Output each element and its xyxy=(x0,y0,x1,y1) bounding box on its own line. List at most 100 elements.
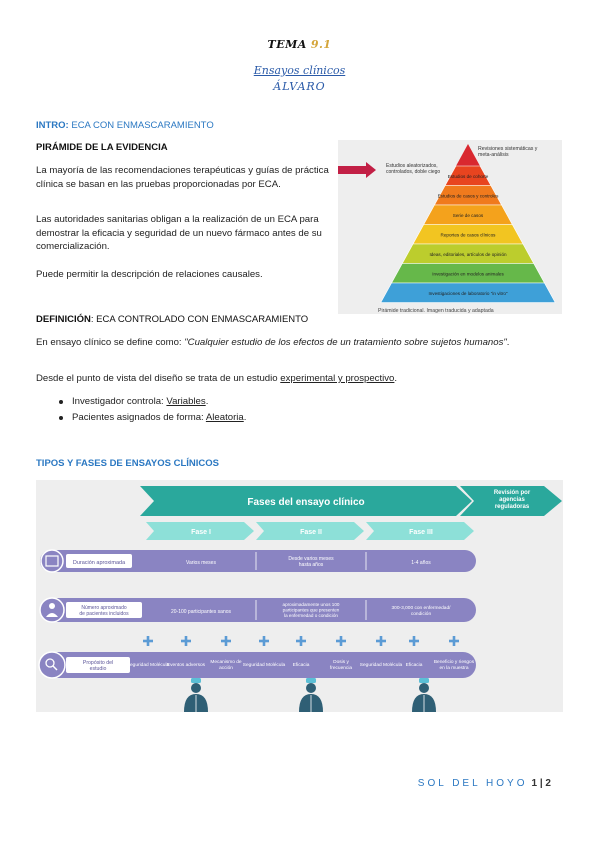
purpose-item-label: Seguridad Molécula xyxy=(360,662,403,668)
purpose-icon xyxy=(449,636,459,646)
doctor-icon xyxy=(412,678,436,712)
search-icon-handle xyxy=(52,665,58,671)
purpose-item-label: Eficacia xyxy=(293,662,310,668)
intro-paragraph-2: Las autoridades sanitarias obligan a la … xyxy=(36,214,322,252)
topic-label: TEMA xyxy=(267,38,307,51)
search-icon-circle xyxy=(38,651,66,679)
bullet-text: Pacientes asignados de forma: xyxy=(72,412,206,423)
bullet-item: Pacientes asignados de forma: Aleatoria. xyxy=(56,410,246,426)
patients-phase-1: 20-100 participantes sanos xyxy=(171,609,232,615)
definition-heading: DEFINICIÓN: ECA CONTROLADO CON ENMASCARA… xyxy=(36,314,308,325)
intro-heading: INTRO: ECA CON ENMASCARAMIENTO xyxy=(36,120,214,131)
pyramid-level-label: Serie de casos xyxy=(453,213,484,218)
doctor-icon xyxy=(299,678,323,712)
purpose-icon xyxy=(143,636,153,646)
definition-label: DEFINICIÓN xyxy=(36,314,91,325)
bullet-item: Investigador controla: Variables. xyxy=(56,394,246,410)
purpose-icon xyxy=(336,636,346,646)
intro-paragraph-3: Puede permitir la descripción de relacio… xyxy=(36,269,263,280)
author-name: ÁLVARO xyxy=(273,80,326,93)
purpose-icon xyxy=(221,636,231,646)
phase-chevron xyxy=(256,522,364,540)
duration-phase-3: 1-4 años xyxy=(411,560,431,566)
main-phase-title: Fases del ensayo clínico xyxy=(247,497,364,508)
purpose-item-label: Seguridad Molécula xyxy=(127,662,170,668)
calendar-icon xyxy=(45,555,59,567)
phase-label: Fase I xyxy=(191,529,211,536)
person-icon-circle xyxy=(39,597,65,623)
document-subtitle: Ensayos clínicos xyxy=(253,64,346,77)
review-arrow xyxy=(460,486,562,516)
pyramid-level-label: Estudios de casos y controles xyxy=(438,193,499,198)
topic-number: 9.1 xyxy=(310,38,332,51)
pyramid-level-label: Investigación en modelos animales xyxy=(432,271,504,276)
duration-row-bar xyxy=(40,550,476,572)
purpose-icon xyxy=(409,636,419,646)
search-icon xyxy=(45,658,55,668)
purpose-row-bar xyxy=(40,652,476,678)
patients-label-box xyxy=(66,602,142,618)
intro-label: INTRO: xyxy=(36,120,69,131)
purpose-item-label: Eficacia xyxy=(406,662,423,668)
phase-label: Fase III xyxy=(409,529,433,536)
pyramid-level-label: Investigaciones de laboratorio "in vitro… xyxy=(428,291,507,296)
definition-title: : ECA CONTROLADO CON ENMASCARAMIENTO xyxy=(90,314,309,325)
definition-paragraph-2: Desde el punto de vista del diseño se tr… xyxy=(36,372,556,386)
definition-p2-highlight: experimental y prospectivo xyxy=(280,373,395,384)
pyramid-level-label: Ideas, editoriales, artículos de opinión xyxy=(429,252,507,257)
intro-title: ECA CON ENMASCARAMIENTO xyxy=(68,120,214,131)
definition-p2-prefix: Desde el punto de vista del diseño se tr… xyxy=(36,373,281,384)
doctor-icon xyxy=(184,678,208,712)
pyramid-arrow-icon xyxy=(338,162,376,178)
purpose-icon xyxy=(376,636,386,646)
intro-paragraph-1: La mayoría de las recomendaciones terapé… xyxy=(36,165,329,190)
duration-label: Duración aproximada xyxy=(73,560,126,566)
calendar-icon-circle xyxy=(40,549,64,573)
pyramid-level xyxy=(380,282,556,303)
definition-bullet-list: Investigador controla: Variables. Pacien… xyxy=(56,394,246,426)
person-icon-body xyxy=(46,613,58,617)
bullet-highlight: Variables xyxy=(166,396,206,407)
patients-phase-3: 300-3,000 con enfermedad/condición xyxy=(392,605,452,617)
pyramid-arrow-label: Estudios aleatorizados,controlados, dobl… xyxy=(386,163,440,175)
definition-paragraph-1: En ensayo clínico se define como: "Cualq… xyxy=(36,336,556,350)
main-phase-arrow xyxy=(140,486,472,516)
purpose-item-label: Eventos adversos xyxy=(167,662,206,668)
definition-p2-suffix: . xyxy=(394,373,398,384)
phase-chevron xyxy=(146,522,254,540)
purpose-label-box xyxy=(66,657,130,673)
definition-quote: "Cualquier estudio de los efectos de un … xyxy=(184,337,507,348)
bullet-highlight: Aleatoria xyxy=(205,412,244,423)
phase-chevron xyxy=(366,522,474,540)
person-icon xyxy=(49,603,55,609)
duration-label-box xyxy=(66,554,132,568)
definition-p1-suffix: . xyxy=(506,337,510,348)
definition-p1-prefix: En ensayo clínico se define como: xyxy=(36,337,185,348)
page-number: 1 | 2 xyxy=(531,778,551,789)
purpose-item-label: Seguridad Molécula xyxy=(243,662,286,668)
pyramid-top-level xyxy=(456,144,480,166)
bullet-suffix: . xyxy=(205,396,209,407)
bullet-suffix: . xyxy=(243,412,247,423)
phase-label: Fase II xyxy=(300,529,322,536)
pyramid-caption: Pirámide tradicional. Imagen traducida y… xyxy=(378,308,494,314)
footer-name: SOL DEL HOYO xyxy=(417,778,528,789)
pyramid-heading: PIRÁMIDE DE LA EVIDENCIA xyxy=(36,142,168,153)
purpose-icon xyxy=(181,636,191,646)
purpose-icon xyxy=(259,636,269,646)
